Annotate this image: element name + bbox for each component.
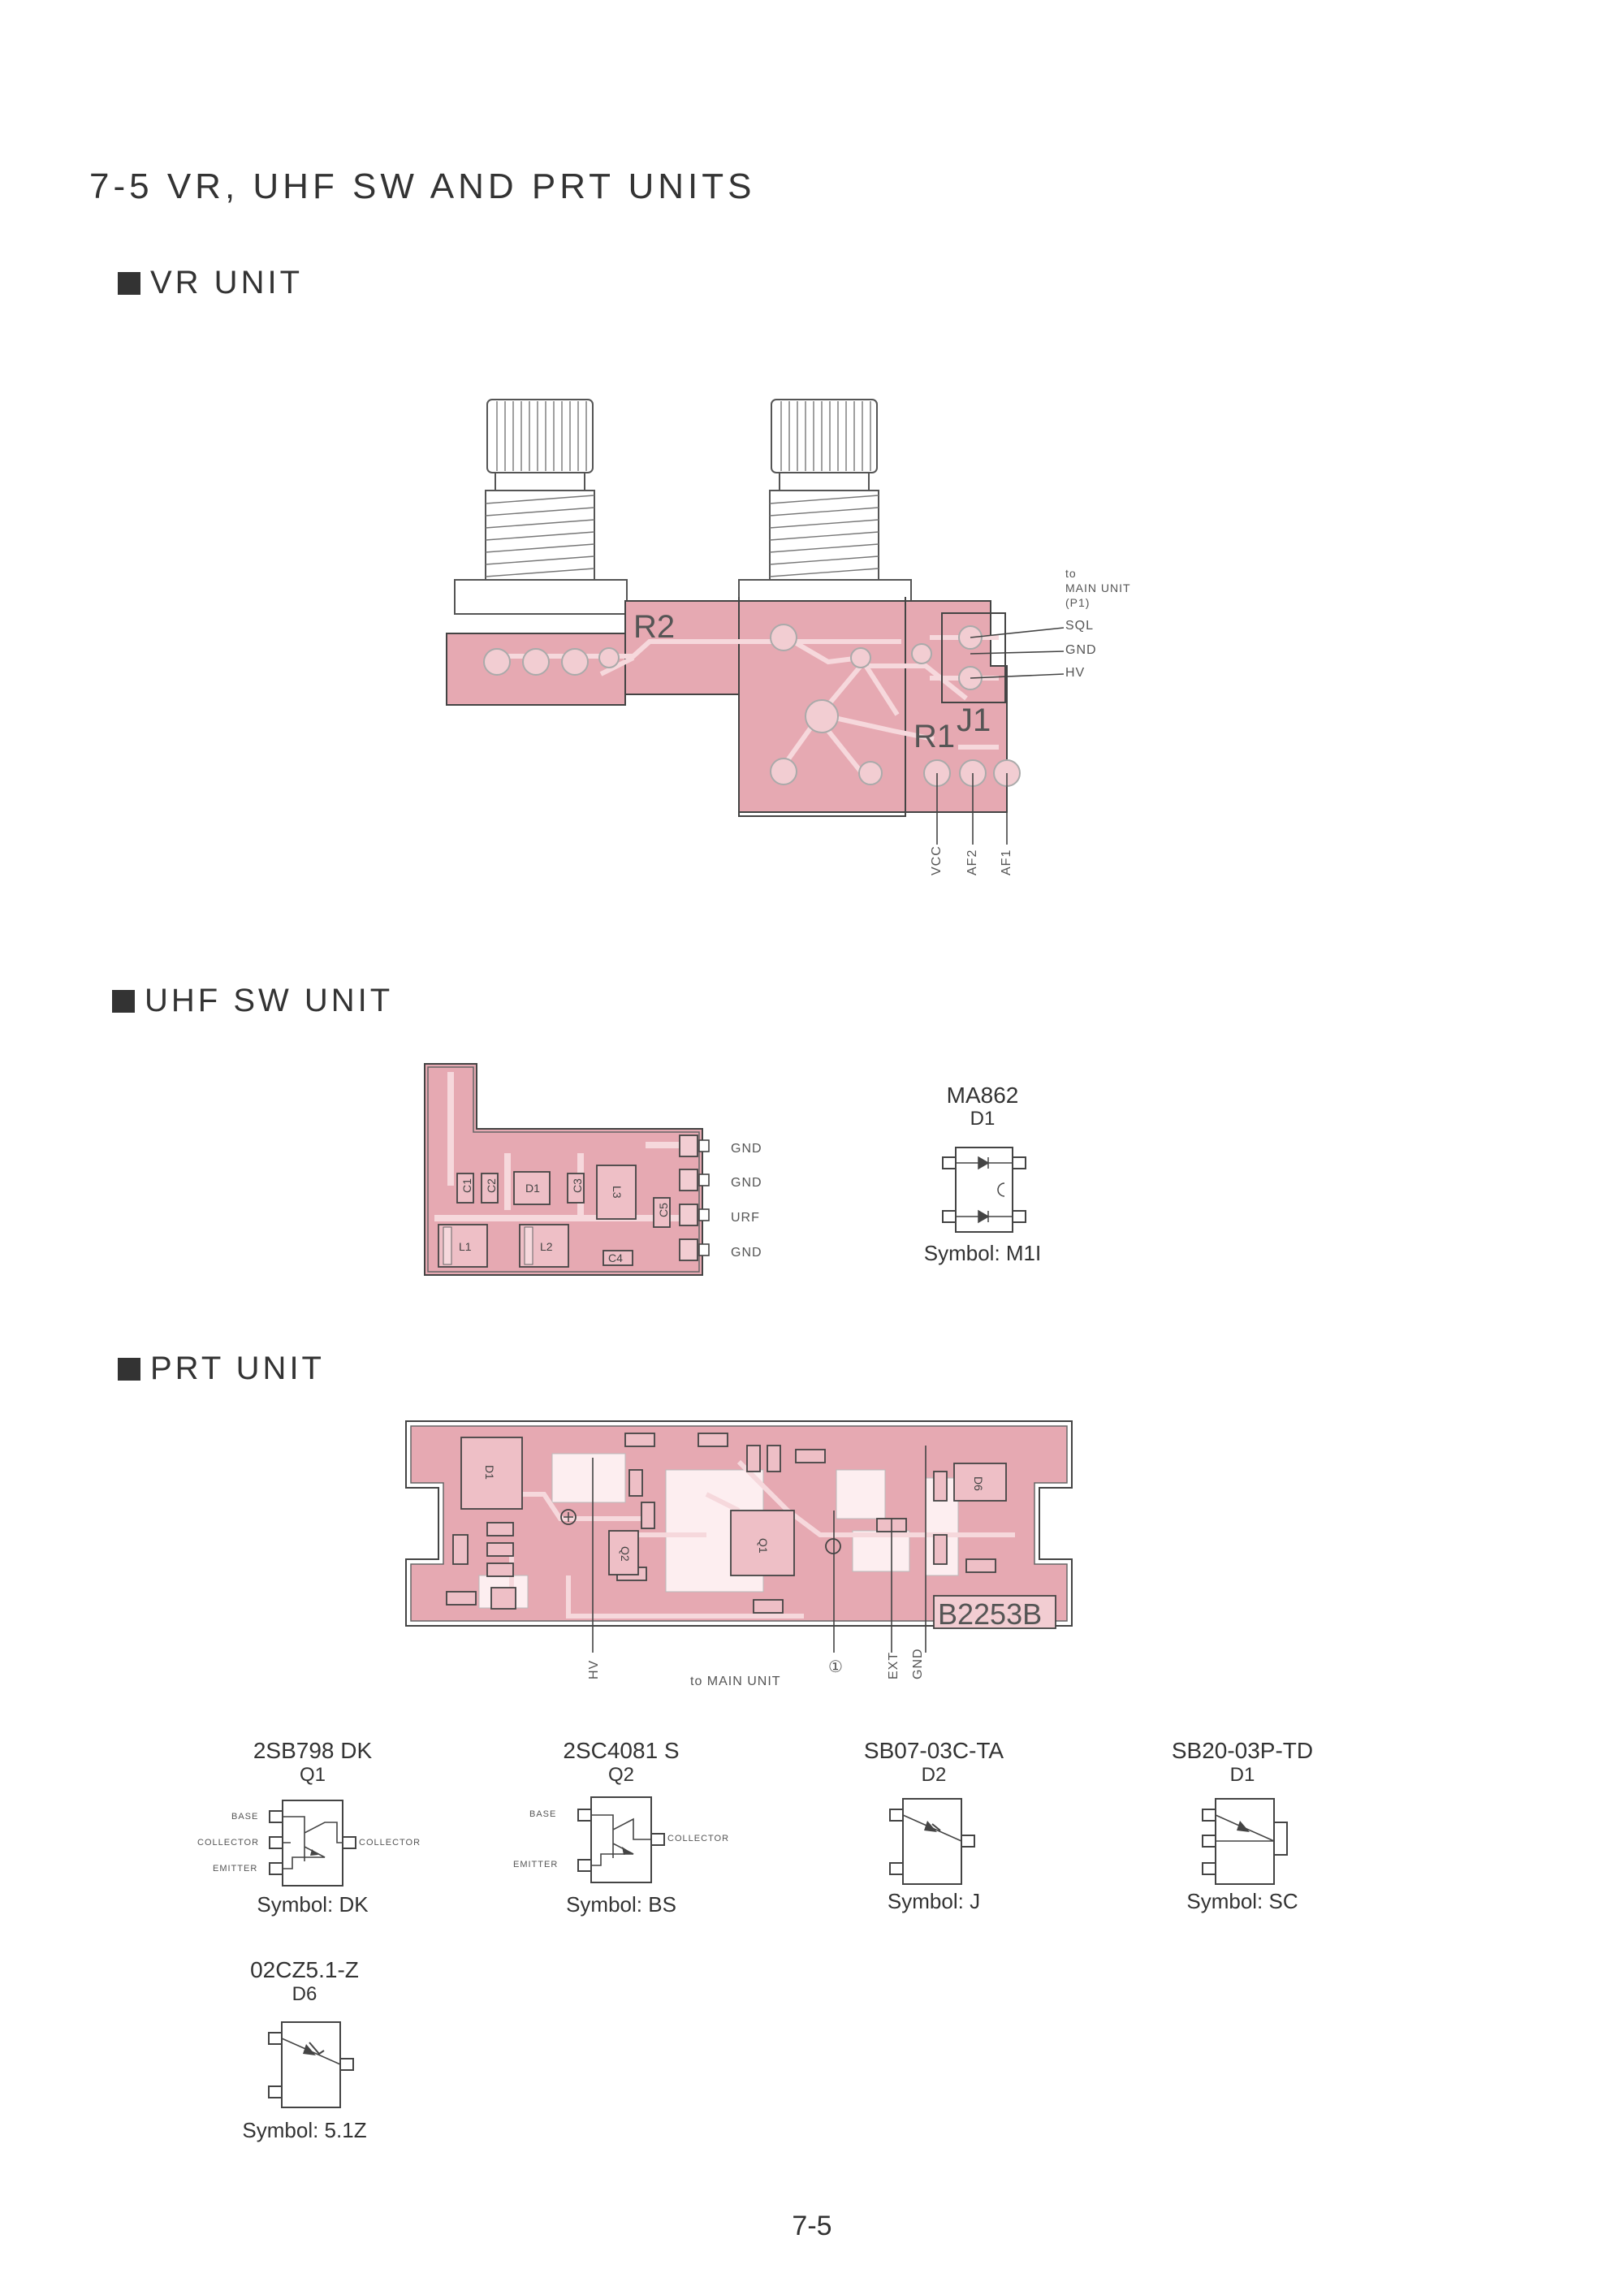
vr-unit-board: R2 R1 J1 <box>446 399 1065 845</box>
uhf-pin-urf: URF <box>731 1211 760 1225</box>
svg-text:L3: L3 <box>611 1186 624 1199</box>
vr-r2-silkscreen: R2 <box>633 609 675 645</box>
prt-board-id: B2253B <box>938 1597 1042 1631</box>
q1-pin-base: BASE <box>231 1812 259 1822</box>
svg-text:C1: C1 <box>460 1178 473 1193</box>
section-bullet <box>118 1357 140 1381</box>
q1-pin-emitter: EMITTER <box>213 1864 258 1874</box>
vr-knob-r1 <box>738 399 912 615</box>
prt-pin-circle-1: ① <box>828 1658 844 1676</box>
uhf-c3 <box>567 1173 585 1204</box>
part-2sc4081-symbol: Symbol: BS <box>566 1892 676 1917</box>
svg-text:C5: C5 <box>657 1203 670 1217</box>
part-sb07-ref: D2 <box>921 1764 947 1786</box>
part-02cz5-number: 02CZ5.1-Z <box>250 1957 359 1982</box>
vr-pin-hv: HV <box>1065 666 1086 680</box>
uhf-c1 <box>456 1173 474 1204</box>
part-sb20-symbol: Symbol: SC <box>1186 1889 1298 1913</box>
part-2sb798-ref: Q1 <box>299 1764 326 1786</box>
svg-text:Q2: Q2 <box>619 1546 632 1562</box>
prt-q2 <box>608 1530 639 1575</box>
dual-diode-icon <box>1202 1798 1288 1885</box>
uhf-sw-board: C1 C2 D1 C3 L3 C5 L1 L2 C4 <box>424 1063 710 1276</box>
part-sb20-ref: D1 <box>1229 1764 1255 1786</box>
schottky-diode-icon <box>889 1798 975 1885</box>
part-2sb798-number: 2SB798 DK <box>253 1738 373 1763</box>
vr-pcb-copper: R2 R1 J1 <box>446 597 1021 817</box>
part-sb20-number: SB20-03P-TD <box>1171 1738 1314 1763</box>
uhf-sw-unit-heading: UHF SW UNIT <box>112 983 393 1019</box>
svg-text:C2: C2 <box>485 1178 498 1193</box>
ma862-ref: D1 <box>970 1108 996 1130</box>
prt-unit-board: D1 Q1 Q2 D6 B2253B <box>405 1420 1073 1653</box>
prt-pin-gnd: GND <box>911 1648 925 1679</box>
prt-pin-ext: EXT <box>887 1651 901 1679</box>
vr-pin-af2: AF2 <box>965 849 979 875</box>
q2-pin-base: BASE <box>529 1809 557 1819</box>
zener-diode-icon <box>268 2021 354 2108</box>
svg-text:D6: D6 <box>972 1476 985 1491</box>
ma862-symbol: Symbol: M1I <box>923 1241 1042 1265</box>
q1-pin-collector-left: COLLECTOR <box>197 1838 260 1848</box>
vr-to-main-label: to MAIN UNIT (P1) <box>1065 567 1131 609</box>
q1-pin-collector-right: COLLECTOR <box>359 1838 421 1848</box>
page-number: 7-5 <box>792 2211 832 2241</box>
vr-unit-heading: VR UNIT <box>118 265 303 301</box>
svg-text:C4: C4 <box>608 1251 623 1264</box>
prt-q1 <box>730 1510 795 1576</box>
prt-d1 <box>460 1437 523 1510</box>
vr-r1-silkscreen: R1 <box>914 719 955 754</box>
prt-to-main-label: to MAIN UNIT <box>690 1675 781 1688</box>
uhf-c5 <box>653 1197 671 1228</box>
uhf-l3 <box>596 1165 637 1220</box>
uhf-pin-gnd-2: GND <box>731 1176 762 1190</box>
uhf-d1 <box>513 1171 551 1205</box>
part-02cz5-ref: D6 <box>292 1983 317 2005</box>
svg-text:L1: L1 <box>459 1240 472 1253</box>
vr-j1-silkscreen: J1 <box>957 702 991 738</box>
part-sb07-number: SB07-03C-TA <box>863 1738 1004 1763</box>
transistor-npn-icon <box>577 1796 665 1883</box>
q2-pin-collector: COLLECTOR <box>667 1834 730 1843</box>
page-title: 7-5 VR, UHF SW AND PRT UNITS <box>89 166 756 206</box>
q2-pin-emitter: EMITTER <box>513 1860 559 1869</box>
uhf-pin-gnd-3: GND <box>731 1246 762 1260</box>
svg-text:D1: D1 <box>525 1182 540 1195</box>
svg-text:L2: L2 <box>540 1240 553 1253</box>
part-2sc4081-number: 2SC4081 S <box>563 1738 680 1763</box>
prt-pin-hv: HV <box>587 1659 601 1679</box>
transistor-pnp-icon <box>269 1800 356 1887</box>
prt-unit-heading: PRT UNIT <box>118 1351 325 1387</box>
vr-pin-vcc: VCC <box>930 845 944 875</box>
prt-d2 <box>490 1587 516 1610</box>
ma862-part-number: MA862 <box>946 1083 1019 1108</box>
svg-text:D1: D1 <box>483 1465 496 1480</box>
vr-pin-af1: AF1 <box>1000 849 1013 875</box>
svg-text:Q1: Q1 <box>757 1538 770 1554</box>
part-2sc4081-ref: Q2 <box>607 1764 634 1786</box>
vr-knob-r2 <box>454 399 628 615</box>
section-bullet <box>112 989 135 1013</box>
part-2sb798-symbol: Symbol: DK <box>257 1892 369 1917</box>
part-sb07-symbol: Symbol: J <box>887 1889 981 1913</box>
uhf-pin-gnd-1: GND <box>731 1142 762 1156</box>
uhf-c4 <box>603 1250 633 1266</box>
part-02cz5-symbol: Symbol: 5.1Z <box>242 2118 367 2142</box>
uhf-c2 <box>481 1173 499 1204</box>
prt-d6 <box>953 1463 1007 1502</box>
ma862-package-icon <box>942 1147 1026 1233</box>
svg-text:C3: C3 <box>571 1178 584 1193</box>
vr-pin-sql: SQL <box>1065 619 1095 633</box>
section-bullet <box>118 271 140 295</box>
vr-pin-gnd: GND <box>1065 643 1097 657</box>
